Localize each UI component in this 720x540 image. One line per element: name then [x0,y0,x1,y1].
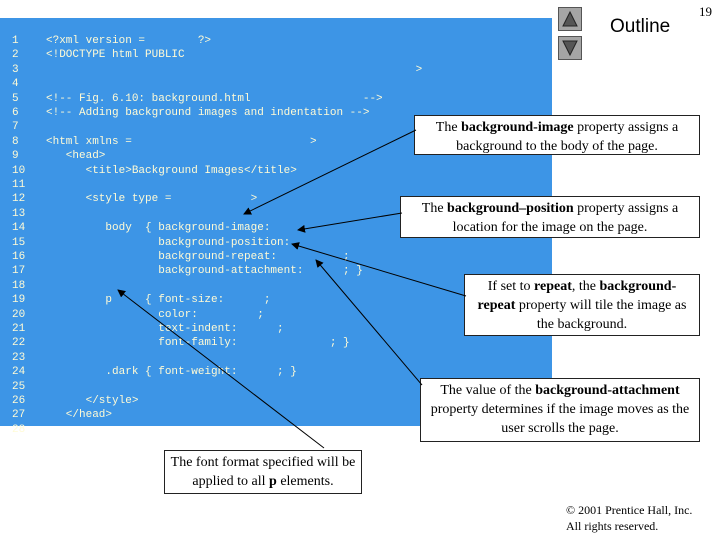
code-line: 18 [0,279,46,293]
line-number: 6 [12,107,19,119]
triangle-up-icon [562,10,578,27]
code-line: 19 p { font-size: ; [0,293,270,307]
line-number: 21 [12,323,26,335]
code-line: 13 [0,207,46,221]
code-line: 21 text-indent: ; [0,322,284,336]
code-line: 7 [0,120,46,134]
code-line: 6 <!-- Adding background images and inden… [0,106,369,120]
code-text: p { font-size: ; [46,294,271,307]
code-text: background-attachment: ; } [46,265,363,278]
line-number: 20 [12,308,26,321]
line-number: 25 [12,380,26,393]
code-text: <!-- Fig. 6.10: background.html --> [46,92,383,105]
callout-font-format: The font format specified will be applie… [164,450,362,494]
code-line: 4 [0,77,46,91]
callout-background-attachment: The value of the background-attachment p… [420,378,700,442]
code-line: 25 [0,380,46,394]
line-number: 26 [12,395,26,407]
code-text: <!-- Adding background images and indent… [46,107,370,119]
code-line: 2 <!DOCTYPE html PUBLIC [0,48,185,62]
code-text: </head> [46,409,113,422]
line-number: 4 [12,78,19,91]
line-number: 16 [12,251,26,263]
callout-background-image: The background-image property assigns a … [414,115,700,155]
code-text: > [46,63,423,76]
triangle-down-icon [562,40,578,57]
line-number: 12 [12,193,26,206]
code-text: body { background-image: [46,222,271,235]
code-text: <style type = > [46,193,258,206]
code-line: 14 body { background-image: [0,221,270,235]
next-slide-button[interactable] [558,36,582,60]
code-line: 9 <head> [0,149,105,163]
line-number: 14 [12,222,26,235]
code-line: 20 color: ; [0,308,264,322]
code-text: <head> [46,150,106,163]
code-line: 16 background-repeat: ; [0,250,350,264]
line-number: 17 [12,265,26,278]
code-line: 10 <title>Background Images</title> [0,164,297,178]
code-text: background-position: [46,236,291,249]
line-number: 3 [12,63,19,76]
code-line: 28 [0,423,46,437]
code-text: font-family: ; } [46,337,350,350]
code-text: text-indent: ; [46,323,284,335]
line-number: 22 [12,337,26,350]
code-text: <html xmlns = > [46,135,317,148]
line-number: 13 [12,207,26,220]
code-line: 1 <?xml version = ?> [0,34,211,48]
line-number: 28 [12,423,26,436]
code-line: 27 </head> [0,408,112,422]
copyright-notice: © 2001 Prentice Hall, Inc. All rights re… [566,503,693,533]
line-number: 27 [12,409,26,422]
previous-slide-button[interactable] [558,7,582,31]
line-number: 19 [12,294,26,307]
callout-background-repeat: If set to repeat, the background-repeat … [464,274,700,336]
line-number: 23 [12,351,26,364]
line-number: 8 [12,135,19,148]
line-number: 5 [12,92,19,105]
line-number: 11 [12,179,26,191]
code-text: <?xml version = ?> [46,35,212,47]
code-line: 23 [0,351,46,365]
code-text: background-repeat: ; [46,251,350,263]
code-text: <!DOCTYPE html PUBLIC [46,49,185,62]
code-line: 24 .dark { font-weight: ; } [0,365,297,379]
outline-title: Outline [610,16,671,37]
line-number: 15 [12,236,26,249]
line-number: 7 [12,121,19,134]
code-line: 12 <style type = > [0,192,257,206]
code-line: 15 background-position: [0,236,290,250]
code-text: color: ; [46,308,264,321]
callout-background-position: The background–position property assigns… [400,196,700,238]
code-line: 8 <html xmlns = > [0,135,317,149]
page-number: 19 [699,4,712,19]
line-number: 10 [12,164,26,177]
code-line: 17 background-attachment: ; } [0,264,363,278]
line-number: 1 [12,35,19,47]
code-text: <title>Background Images</title> [46,164,297,177]
line-number: 2 [12,49,19,62]
code-line: 5 <!-- Fig. 6.10: background.html --> [0,92,383,106]
code-line: 3 > [0,63,422,77]
code-line: 11 [0,178,46,192]
code-line: 22 font-family: ; } [0,336,350,350]
code-text: .dark { font-weight: ; } [46,366,297,379]
line-number: 24 [12,366,26,379]
line-number: 9 [12,150,19,163]
code-text: </style> [46,395,139,407]
code-line: 26 </style> [0,394,138,408]
line-number: 18 [12,279,26,292]
